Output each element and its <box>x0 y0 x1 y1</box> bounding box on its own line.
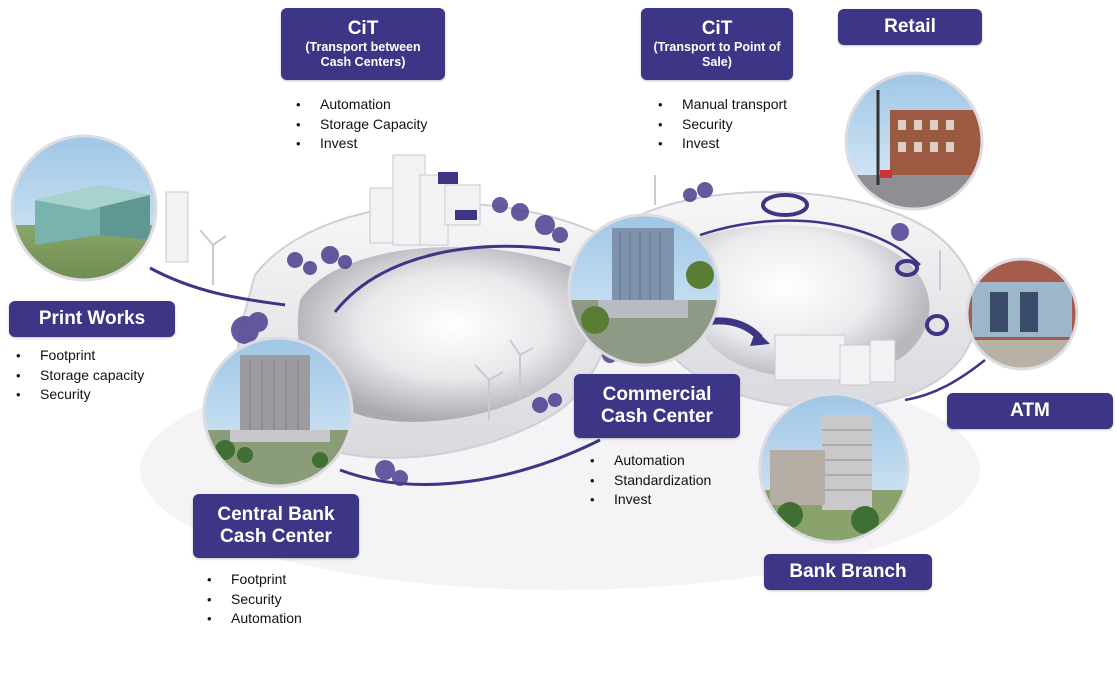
central-bank-bullets: Footprint Security Automation <box>205 570 302 629</box>
list-item: Automation <box>205 609 302 629</box>
cit-point-of-sale-bullets: Manual transport Security Invest <box>656 95 787 154</box>
cit-subtitle: (Transport to Point of Sale) <box>653 40 781 69</box>
central-bank-title-line2: Cash Center <box>220 526 332 547</box>
solar-panel-2 <box>455 210 477 220</box>
print-works-bullets: Footprint Storage capacity Security <box>14 346 144 405</box>
list-item: Automation <box>294 95 427 115</box>
commercial-title-line1: Commercial <box>602 384 712 405</box>
list-item: Invest <box>294 134 427 154</box>
cit-point-of-sale-label: CiT (Transport to Point of Sale) <box>641 8 793 80</box>
print-works-title: Print Works <box>38 308 146 329</box>
ring-icon-3 <box>925 314 949 336</box>
commercial-photo <box>569 215 719 365</box>
central-bank-photo <box>204 338 352 486</box>
ring-icon-2 <box>895 259 919 277</box>
flow-arrow-head <box>750 330 770 346</box>
track-line-left-bottom <box>339 438 601 486</box>
atm-photo <box>967 259 1077 369</box>
list-item: Footprint <box>205 570 302 590</box>
cit-subtitle: (Transport between Cash Centers) <box>305 40 421 69</box>
track-line-left-top <box>333 244 561 313</box>
retail-label: Retail <box>838 9 982 45</box>
ring-icon <box>761 193 809 217</box>
cit-title: CiT <box>347 18 379 39</box>
list-item: Invest <box>656 134 787 154</box>
list-item: Automation <box>588 451 711 471</box>
commercial-bullets: Automation Standardization Invest <box>588 451 711 510</box>
cit-cash-centers-label: CiT (Transport between Cash Centers) <box>281 8 445 80</box>
commercial-title-line2: Cash Center <box>601 406 713 427</box>
city-blocks <box>165 154 896 386</box>
cit-cash-centers-bullets: Automation Storage Capacity Invest <box>294 95 427 154</box>
foliage <box>231 182 909 486</box>
commercial-cash-center-label: Commercial Cash Center <box>574 374 740 438</box>
list-item: Invest <box>588 490 711 510</box>
list-item: Security <box>14 385 144 405</box>
wind-turbines <box>199 175 941 420</box>
print-works-photo <box>12 136 156 280</box>
list-item: Standardization <box>588 471 711 491</box>
track-line-right-bottom <box>904 359 986 402</box>
list-item: Manual transport <box>656 95 787 115</box>
track-line-right-top <box>699 219 921 266</box>
cit-title: CiT <box>701 18 733 39</box>
print-works-label: Print Works <box>9 301 175 337</box>
list-item: Security <box>656 115 787 135</box>
list-item: Security <box>205 590 302 610</box>
central-bank-cash-center-label: Central Bank Cash Center <box>193 494 359 558</box>
left-loop-inner <box>297 247 610 422</box>
atm-label: ATM <box>947 393 1113 429</box>
bank-branch-label: Bank Branch <box>764 554 932 590</box>
solar-panel <box>438 172 458 184</box>
list-item: Footprint <box>14 346 144 366</box>
bank-branch-title: Bank Branch <box>789 561 907 582</box>
track-line-print <box>149 266 286 307</box>
atm-title: ATM <box>1010 400 1050 421</box>
list-item: Storage Capacity <box>294 115 427 135</box>
retail-title: Retail <box>884 16 936 37</box>
central-bank-title-line1: Central Bank <box>217 504 335 525</box>
list-item: Storage capacity <box>14 366 144 386</box>
